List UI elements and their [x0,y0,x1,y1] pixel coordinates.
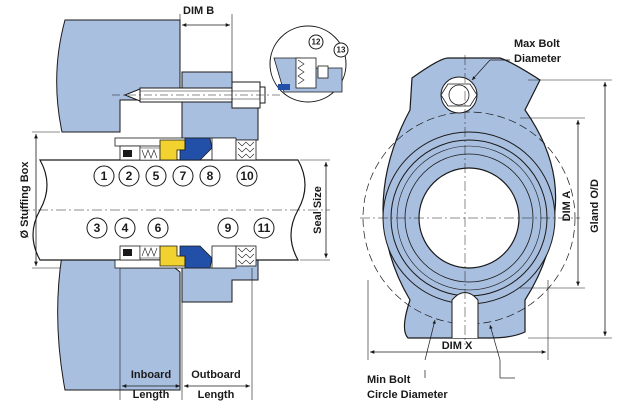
inboard-label-line1: Inboard [131,369,171,381]
end-view [360,55,612,379]
svg-text:1: 1 [101,169,108,183]
callout-12: 12 [308,34,324,50]
callout-7: 7 [172,165,194,187]
callout-10: 10 [236,165,258,187]
svg-text:4: 4 [122,221,129,235]
svg-text:10: 10 [240,169,254,183]
svg-text:3: 3 [94,221,101,235]
svg-text:9: 9 [225,221,232,235]
callout-6: 6 [147,217,169,239]
svg-text:8: 8 [207,169,214,183]
svg-text:13: 13 [337,46,346,55]
callout-11: 11 [253,217,275,239]
callout-4: 4 [114,217,136,239]
callout-3: 3 [86,217,108,239]
outboard-label-line1: Outboard [191,369,241,381]
min-bolt-label-line2: Circle Diameter [367,389,448,401]
outboard-label-line2: Length [198,389,235,401]
svg-text:6: 6 [155,221,162,235]
callout-1: 1 [93,165,115,187]
svg-text:7: 7 [180,169,187,183]
stuffing-box-housing-upper [56,19,181,133]
gland-od-label: Gland O/D [589,179,601,233]
svg-text:5: 5 [153,169,160,183]
gland-bolt [112,81,282,109]
dim-b-label: DIM B [183,5,214,17]
dim-x-label: DIM X [442,340,473,352]
seal-assembly-upper [114,137,257,161]
max-bolt-label-line1: Max Bolt [514,38,560,50]
callout-8: 8 [199,165,221,187]
stuffing-box-housing-lower [57,254,181,391]
callout-13: 13 [333,42,349,58]
dim-a-label: DIM A [561,191,573,222]
inboard-label-line2: Length [133,389,170,401]
callout-5: 5 [145,165,167,187]
callout-9: 9 [217,217,239,239]
callout-2: 2 [118,165,140,187]
svg-text:11: 11 [258,221,271,235]
seal-size-label: Seal Size [312,186,324,234]
stuffing-box-label: Ø Stuffing Box [19,161,31,239]
section-view [20,14,347,400]
detail-inset [269,25,347,103]
svg-text:2: 2 [126,169,133,183]
seal-assembly-lower [114,245,257,269]
min-bolt-label-line1: Min Bolt [367,374,411,386]
svg-text:12: 12 [312,38,321,47]
max-bolt-label-line2: Diameter [514,53,562,65]
